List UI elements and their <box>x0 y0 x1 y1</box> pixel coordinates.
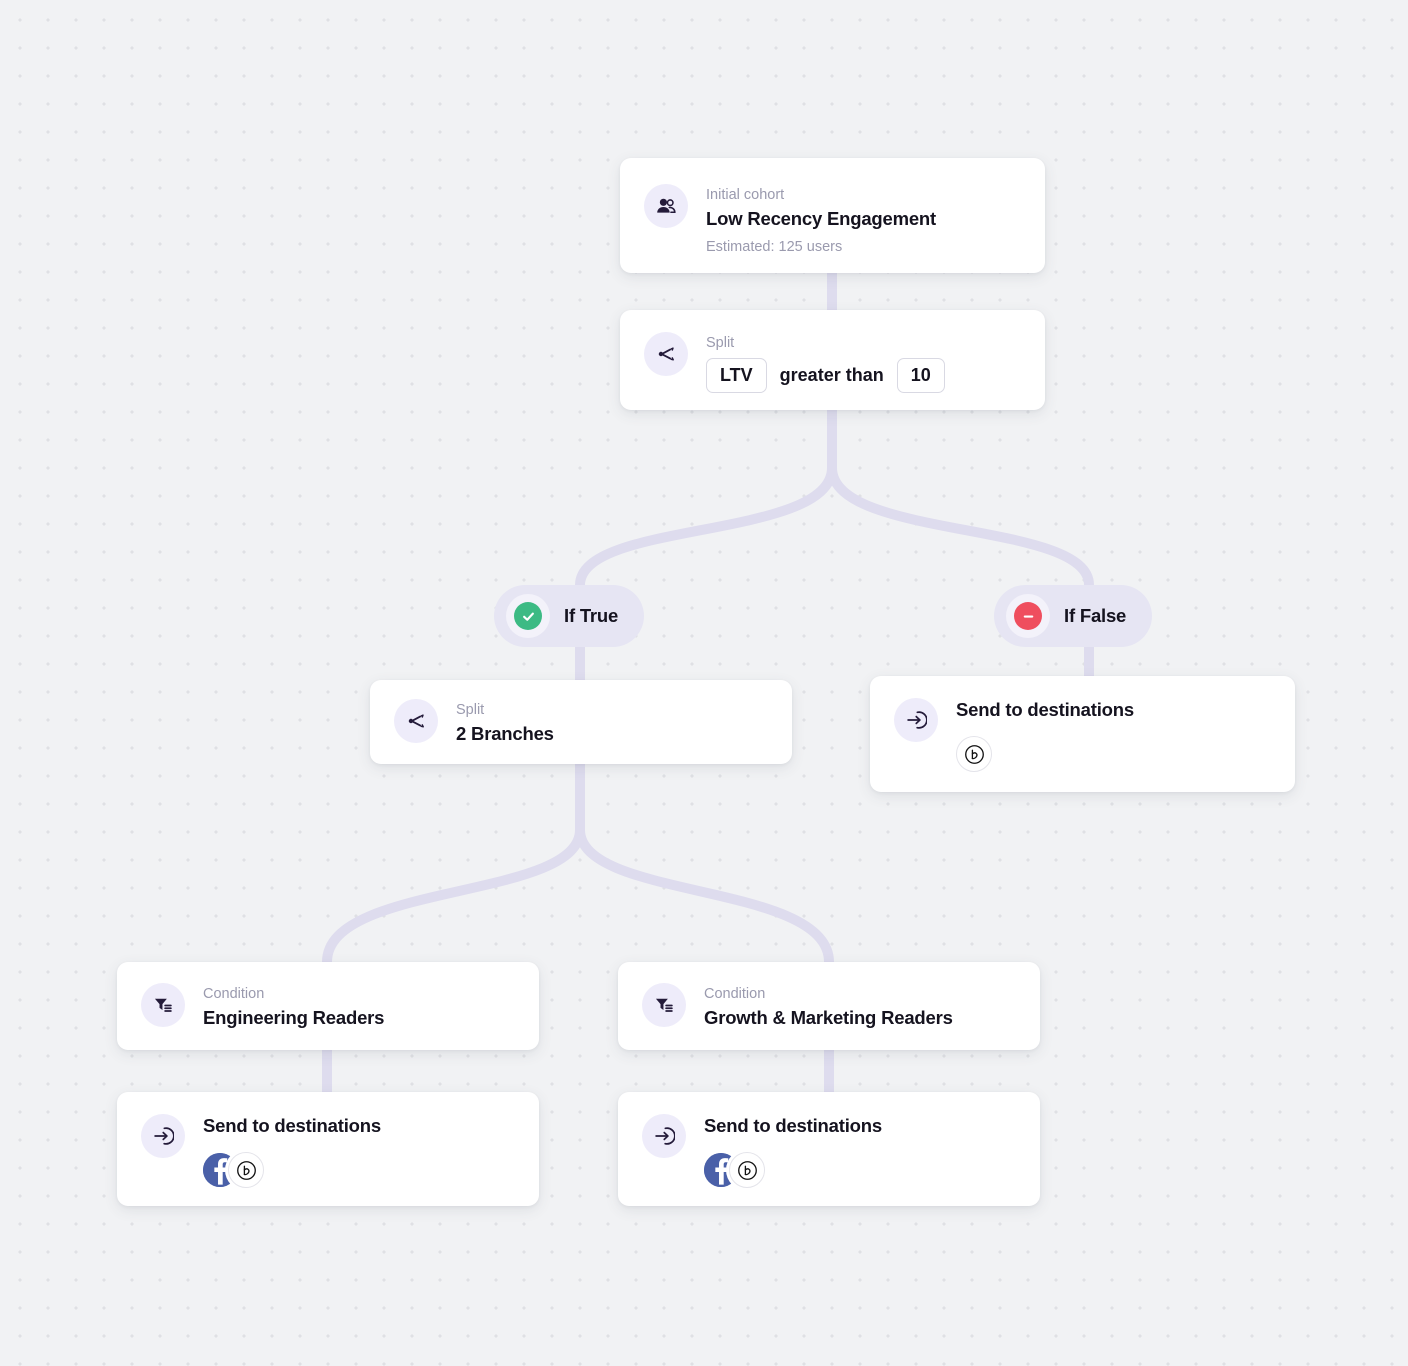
node-send-false[interactable]: Send to destinations <box>870 676 1295 792</box>
node-condition-growth[interactable]: Condition Growth & Marketing Readers <box>618 962 1040 1050</box>
split-branches-title: 2 Branches <box>456 723 554 745</box>
branch-pill-if-false-label: If False <box>1064 605 1127 626</box>
branch-pill-if-false[interactable]: If False <box>994 585 1153 647</box>
check-circle-icon <box>506 594 550 638</box>
minus-circle-dot <box>1014 602 1042 630</box>
condition-engineering-kicker: Condition <box>203 986 265 1002</box>
send-false-title: Send to destinations <box>956 699 1134 720</box>
split-branches-kicker: Split <box>456 702 485 718</box>
users-icon <box>644 184 688 228</box>
send-icon <box>141 1114 185 1158</box>
send-growth-destinations <box>704 1152 882 1189</box>
node-send-engineering[interactable]: Send to destinations <box>117 1092 539 1206</box>
node-split-ltv[interactable]: Split LTV greater than 10 <box>620 310 1045 410</box>
split-ltv-operator[interactable]: greater than <box>779 364 884 385</box>
filter-icon <box>642 983 686 1027</box>
wire-fork-to-if-true <box>575 463 837 590</box>
send-engineering-destinations <box>203 1152 381 1189</box>
initial-cohort-estimate: Estimated: 125 users <box>706 239 843 256</box>
split-icon <box>644 332 688 376</box>
send-icon <box>642 1114 686 1158</box>
wire-fork-to-engineering <box>322 825 585 967</box>
destination-braze-icon[interactable] <box>228 1152 264 1189</box>
condition-growth-title: Growth & Marketing Readers <box>704 1007 953 1029</box>
check-circle-dot <box>514 602 542 630</box>
wire-fork-to-if-false <box>827 463 1094 590</box>
destination-braze-icon[interactable] <box>729 1152 765 1189</box>
split-icon <box>394 699 438 743</box>
wire-fork-to-growth <box>575 825 834 967</box>
send-growth-title: Send to destinations <box>704 1115 882 1136</box>
send-engineering-title: Send to destinations <box>203 1115 381 1136</box>
condition-growth-kicker: Condition <box>704 986 766 1002</box>
branch-pill-if-true[interactable]: If True <box>494 585 645 647</box>
filter-icon <box>141 983 185 1027</box>
node-split-branches[interactable]: Split 2 Branches <box>370 680 792 764</box>
split-ltv-kicker: Split <box>706 335 735 351</box>
split-ltv-value[interactable]: 10 <box>896 358 945 393</box>
send-false-destinations <box>956 736 1134 773</box>
destination-braze-icon[interactable] <box>956 736 992 773</box>
minus-circle-icon <box>1006 594 1050 638</box>
branch-pill-if-true-label: If True <box>564 605 619 626</box>
send-icon <box>894 698 938 742</box>
node-condition-engineering[interactable]: Condition Engineering Readers <box>117 962 539 1050</box>
node-send-growth[interactable]: Send to destinations <box>618 1092 1040 1206</box>
initial-cohort-title: Low Recency Engagement <box>706 208 936 230</box>
condition-engineering-title: Engineering Readers <box>203 1007 385 1029</box>
node-initial-cohort[interactable]: Initial cohort Low Recency Engagement Es… <box>620 158 1045 273</box>
split-ltv-field[interactable]: LTV <box>706 358 767 393</box>
initial-cohort-kicker: Initial cohort <box>706 187 785 203</box>
